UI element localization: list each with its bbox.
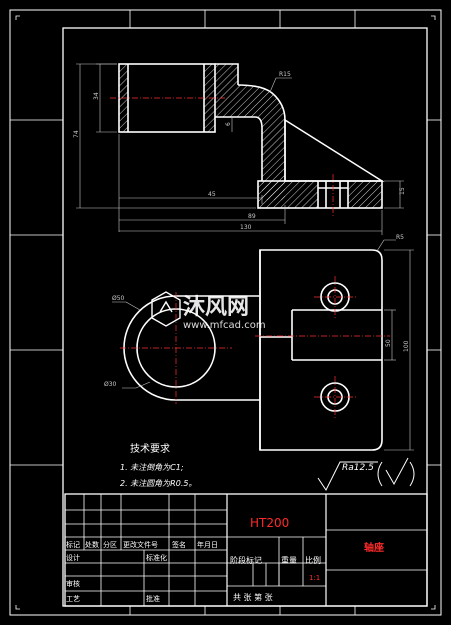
dim-phi30: Ø30	[104, 381, 117, 388]
front-view-dimensions	[76, 63, 404, 235]
part-name: 轴座	[364, 543, 384, 554]
outer-border	[9, 9, 442, 616]
tech-req-title: 技术要求	[130, 442, 170, 455]
dim-6: 6	[225, 122, 232, 126]
dim-45: 45	[208, 191, 216, 198]
label-process: 工艺	[66, 595, 80, 603]
front-view-section	[110, 63, 385, 216]
label-sheets: 共 张 第 张	[233, 593, 273, 602]
label-review: 审核	[66, 580, 80, 588]
tech-req-item2: 2. 未注圆角为R0.5。	[120, 479, 196, 488]
label-design: 设计	[66, 554, 80, 562]
label-scale: 比例	[305, 556, 321, 565]
dim-phi50: Ø50	[112, 295, 125, 302]
label-weight: 重量	[281, 556, 297, 565]
zone-ticks	[10, 10, 441, 615]
corner-marks	[15, 15, 436, 610]
scale-value: 1:1	[309, 574, 321, 582]
roughness-value: Ra12.5	[342, 463, 374, 473]
dim-50: 50	[385, 339, 392, 347]
dim-34: 34	[93, 92, 100, 100]
top-view	[120, 249, 390, 451]
label-sign: 签名	[172, 541, 186, 549]
tech-req-item1: 1. 未注倒角为C1;	[120, 463, 184, 472]
label-date: 年月日	[197, 541, 218, 549]
general-roughness-icon	[377, 457, 415, 487]
label-standardize: 标准化	[146, 554, 167, 562]
material-value: HT200	[250, 516, 290, 530]
label-zone: 分区	[103, 541, 117, 549]
dim-r5: R5	[396, 234, 404, 241]
dim-r15: R15	[279, 71, 291, 78]
title-block	[64, 493, 428, 607]
label-count: 处数	[85, 541, 99, 549]
watermark-brand: 沐风网	[183, 295, 249, 320]
label-stage-mark: 阶段标记	[230, 556, 262, 565]
watermark-logo-icon	[151, 291, 181, 327]
technical-requirements: 技术要求 1. 未注倒角为C1; 2. 未注圆角为R0.5。	[120, 442, 196, 488]
dim-130: 130	[240, 224, 252, 231]
dim-15: 15	[399, 187, 406, 195]
dim-89: 89	[248, 213, 256, 220]
label-mark: 标记	[66, 541, 80, 549]
label-change-doc: 更改文件号	[123, 541, 158, 549]
top-view-dimensions	[112, 239, 414, 451]
roughness-symbol: Ra12.5	[317, 457, 415, 491]
watermark: 沐风网 www.mfcad.com	[151, 291, 266, 331]
label-approve: 批准	[146, 595, 160, 603]
dim-74: 74	[73, 130, 80, 138]
dim-100: 100	[403, 340, 410, 352]
watermark-url: www.mfcad.com	[183, 320, 266, 331]
